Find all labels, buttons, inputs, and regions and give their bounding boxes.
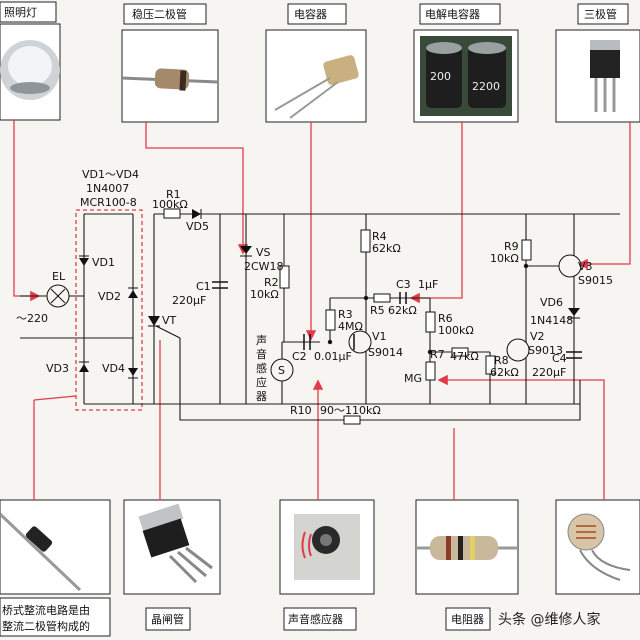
transistor-label-box <box>577 3 629 25</box>
c4-label: C4 <box>552 352 567 365</box>
thyristor-label: 晶闸管 <box>151 612 184 626</box>
r10-value: 90～110kΩ <box>320 404 381 417</box>
r7-label: R7 <box>430 348 445 361</box>
mg-label: MG <box>404 372 422 385</box>
r9-label: R9 <box>504 240 519 253</box>
sensor-char-3: 感 <box>256 362 267 375</box>
r6-value: 100kΩ <box>438 324 474 337</box>
vs-model: 2CW18 <box>244 260 284 273</box>
v1-model: S9014 <box>368 346 403 359</box>
thyristor-label-box <box>145 607 191 631</box>
c2-label: C2 <box>292 350 307 363</box>
r8-value: 62kΩ <box>490 366 519 379</box>
r3-label: R3 <box>338 308 353 321</box>
r2-value: 10kΩ <box>250 288 279 301</box>
s-label: S <box>278 364 285 377</box>
v2-label: V2 <box>530 330 545 343</box>
sound-sensor-label-box <box>283 607 357 631</box>
v2-model: S9013 <box>528 344 563 357</box>
svg-text:200: 200 <box>430 70 451 83</box>
r5-value: 62kΩ <box>388 304 417 317</box>
vd2-label: VD2 <box>98 290 121 303</box>
vd-range-label: VD1～VD4 <box>82 168 139 181</box>
sensor-char-5: 器 <box>256 390 267 403</box>
sound-sensor-photo-box <box>279 499 375 595</box>
thyristor-model-label: MCR100-8 <box>80 196 137 209</box>
svg-text:2200: 2200 <box>472 80 500 93</box>
c3-value: 1μF <box>418 278 438 291</box>
vd6-label: VD6 <box>540 296 563 309</box>
vd1-label: VD1 <box>92 256 115 269</box>
r1-value: 100kΩ <box>152 198 188 211</box>
bridge-label-box <box>0 597 111 637</box>
c3-label: C3 <box>396 278 411 291</box>
r7-value: 47kΩ <box>450 350 479 363</box>
r4-value: 62kΩ <box>372 242 401 255</box>
diode-model-label: 1N4007 <box>86 182 129 195</box>
c4-value: 220μF <box>532 366 566 379</box>
bridge-dashed-outline <box>75 209 143 411</box>
circuit-labels: VD1～VD4 1N4007 MCR100-8 R1 100kΩ VD5 VD1… <box>16 168 613 417</box>
v3-model: S9015 <box>578 274 613 287</box>
vt-label: VT <box>162 314 177 327</box>
sensor-char-4: 应 <box>256 375 267 389</box>
r2-label: R2 <box>264 276 279 289</box>
bridge-label-1: 桥式整流电路是由 <box>2 603 90 617</box>
resistor-photo-box <box>415 499 519 595</box>
electrolytic-label-box <box>419 3 501 25</box>
thyristor-photo-box <box>123 499 221 595</box>
r9-value: 10kΩ <box>490 252 519 265</box>
resistor-label: 电阻器 <box>451 613 484 626</box>
electrolytic-photo-box: 200 2200 <box>413 29 519 123</box>
schematic-symbols <box>46 208 582 425</box>
vd3-label: VD3 <box>46 362 69 375</box>
r8-label: R8 <box>494 354 509 367</box>
lamp-photo-box <box>0 23 61 121</box>
zener-label: 稳压二极管 <box>132 7 187 21</box>
bridge-label-2: 整流二极管构成的 <box>2 619 90 633</box>
vd5-label: VD5 <box>186 220 209 233</box>
capacitor-photo-box <box>265 29 367 123</box>
transistor-label: 三极管 <box>584 7 617 21</box>
capacitor-label: 电容器 <box>294 7 327 21</box>
photoresistor-photo-box <box>555 499 640 595</box>
r10-label: R10 <box>290 404 312 417</box>
electrolytic-label: 电解电容器 <box>425 7 480 21</box>
sensor-char-2: 音 <box>256 347 267 361</box>
r6-label: R6 <box>438 312 453 325</box>
r3-value: 4MΩ <box>338 320 363 333</box>
vd4-label: VD4 <box>102 362 125 375</box>
zener-label-box <box>123 3 207 25</box>
c1-label: C1 <box>196 280 211 293</box>
sound-sensor-label: 声音感应器 <box>288 612 343 626</box>
transistor-photo-box <box>555 29 640 123</box>
r5-label: R5 <box>370 304 385 317</box>
capacitor-label-box <box>287 3 347 25</box>
ac-label: ～220 <box>16 312 48 325</box>
el-label: EL <box>52 270 66 283</box>
watermark-text: 头条 @维修人家 <box>498 611 600 628</box>
lamp-label-box <box>0 1 57 23</box>
bridge-photo-box <box>0 499 111 595</box>
r1-label: R1 <box>166 188 181 201</box>
lamp-label: 照明灯 <box>4 6 37 19</box>
r4-label: R4 <box>372 230 387 243</box>
vs-label: VS <box>256 246 271 259</box>
c1-value: 220μF <box>172 294 206 307</box>
v1-label: V1 <box>372 330 387 343</box>
sensor-char-1: 声 <box>256 333 267 347</box>
vd6-model: 1N4148 <box>530 314 573 327</box>
resistor-label-box <box>445 607 491 631</box>
zener-photo-box <box>121 29 219 123</box>
v3-label: V3 <box>578 260 593 273</box>
c2-value: 0.01μF <box>314 350 352 363</box>
